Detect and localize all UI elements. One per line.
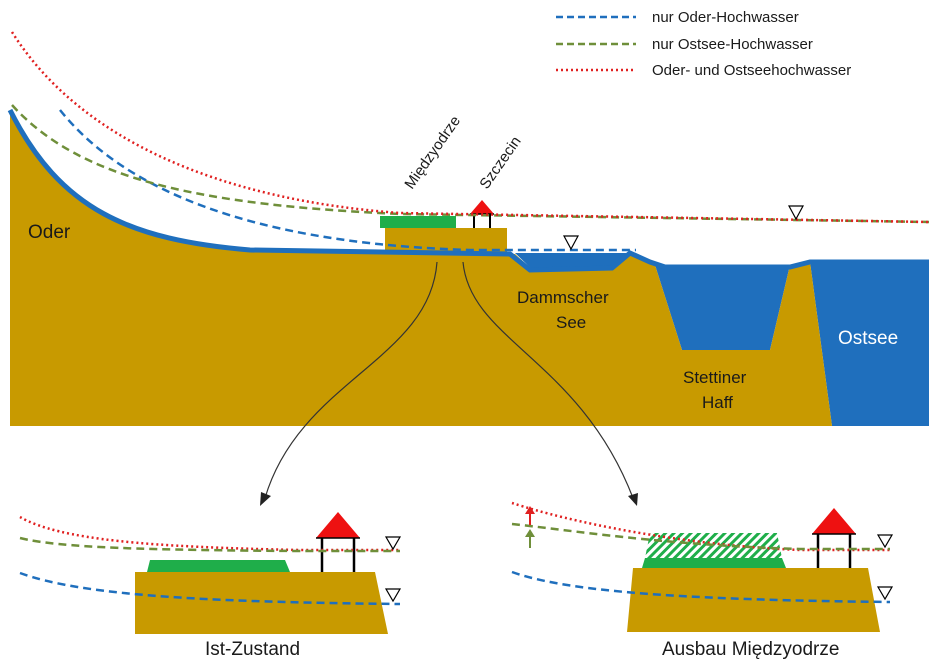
water-level-triangle-icon — [562, 235, 580, 251]
house-icon — [316, 512, 360, 572]
ausbau-ground — [627, 568, 880, 632]
dammscher-see-label-1: Dammscher — [517, 288, 609, 307]
miedzyodrze-polder — [380, 216, 456, 228]
ausbau-oder-line — [511, 570, 891, 604]
ist-oder-line — [19, 571, 401, 606]
connector-right — [462, 261, 634, 499]
connector-left — [264, 261, 438, 499]
ostsee-label: Ostsee — [838, 328, 898, 349]
riverbed-line — [7, 108, 929, 273]
water-level-triangle-icon — [384, 536, 402, 551]
stettiner-haff-water — [655, 265, 790, 350]
oder-flood-line — [59, 109, 636, 252]
legend: nur Oder-Hochwasser nur Ostsee-Hochwasse… — [556, 9, 851, 79]
ist-polder — [147, 560, 290, 572]
caption-ist-zustand: Ist-Zustand — [205, 639, 300, 660]
ist-ostsee-line — [19, 536, 400, 553]
legend-both-label: Oder- und Ostseehochwasser — [652, 62, 851, 79]
legend-oder-label: nur Oder-Hochwasser — [652, 9, 799, 26]
dammscher-see-label-2: See — [556, 313, 586, 332]
water-level-triangle-icon — [876, 586, 894, 601]
ground-profile — [10, 110, 832, 426]
detail-ausbau: Ausbau Międzyodrze — [511, 501, 894, 660]
water-level-triangle-icon — [787, 205, 805, 221]
arrow-up-icon — [525, 529, 535, 548]
water-level-triangle-icon — [384, 588, 402, 603]
szczecin-label: Szczecin — [476, 133, 524, 192]
detail-ist-zustand: Ist-Zustand — [19, 512, 402, 660]
arrow-head-left — [260, 492, 271, 506]
ostsee-water — [810, 262, 929, 426]
water-level-triangle-icon — [876, 534, 894, 549]
ausbau-ostsee-line — [511, 522, 890, 551]
oder-label: Oder — [28, 222, 71, 243]
ausbau-polder — [642, 558, 786, 568]
stettiner-haff-label-1: Stettiner — [683, 368, 747, 387]
caption-ausbau: Ausbau Międzyodrze — [662, 639, 839, 660]
ist-ground — [135, 572, 388, 634]
main-section: Oder Międzyodrze Szczecin Dammscher See … — [7, 31, 929, 506]
miedzyodrze-label: Międzyodrze — [401, 113, 464, 192]
arrow-head-right — [628, 493, 638, 506]
stettiner-haff-label-2: Haff — [702, 393, 733, 412]
ist-both-line — [19, 515, 400, 552]
both-flood-line — [10, 31, 929, 224]
arrow-up-icon — [525, 506, 535, 525]
house-icon — [812, 508, 856, 568]
ostsee-flood-line — [11, 104, 929, 224]
legend-ostsee-label: nur Ostsee-Hochwasser — [652, 36, 813, 53]
